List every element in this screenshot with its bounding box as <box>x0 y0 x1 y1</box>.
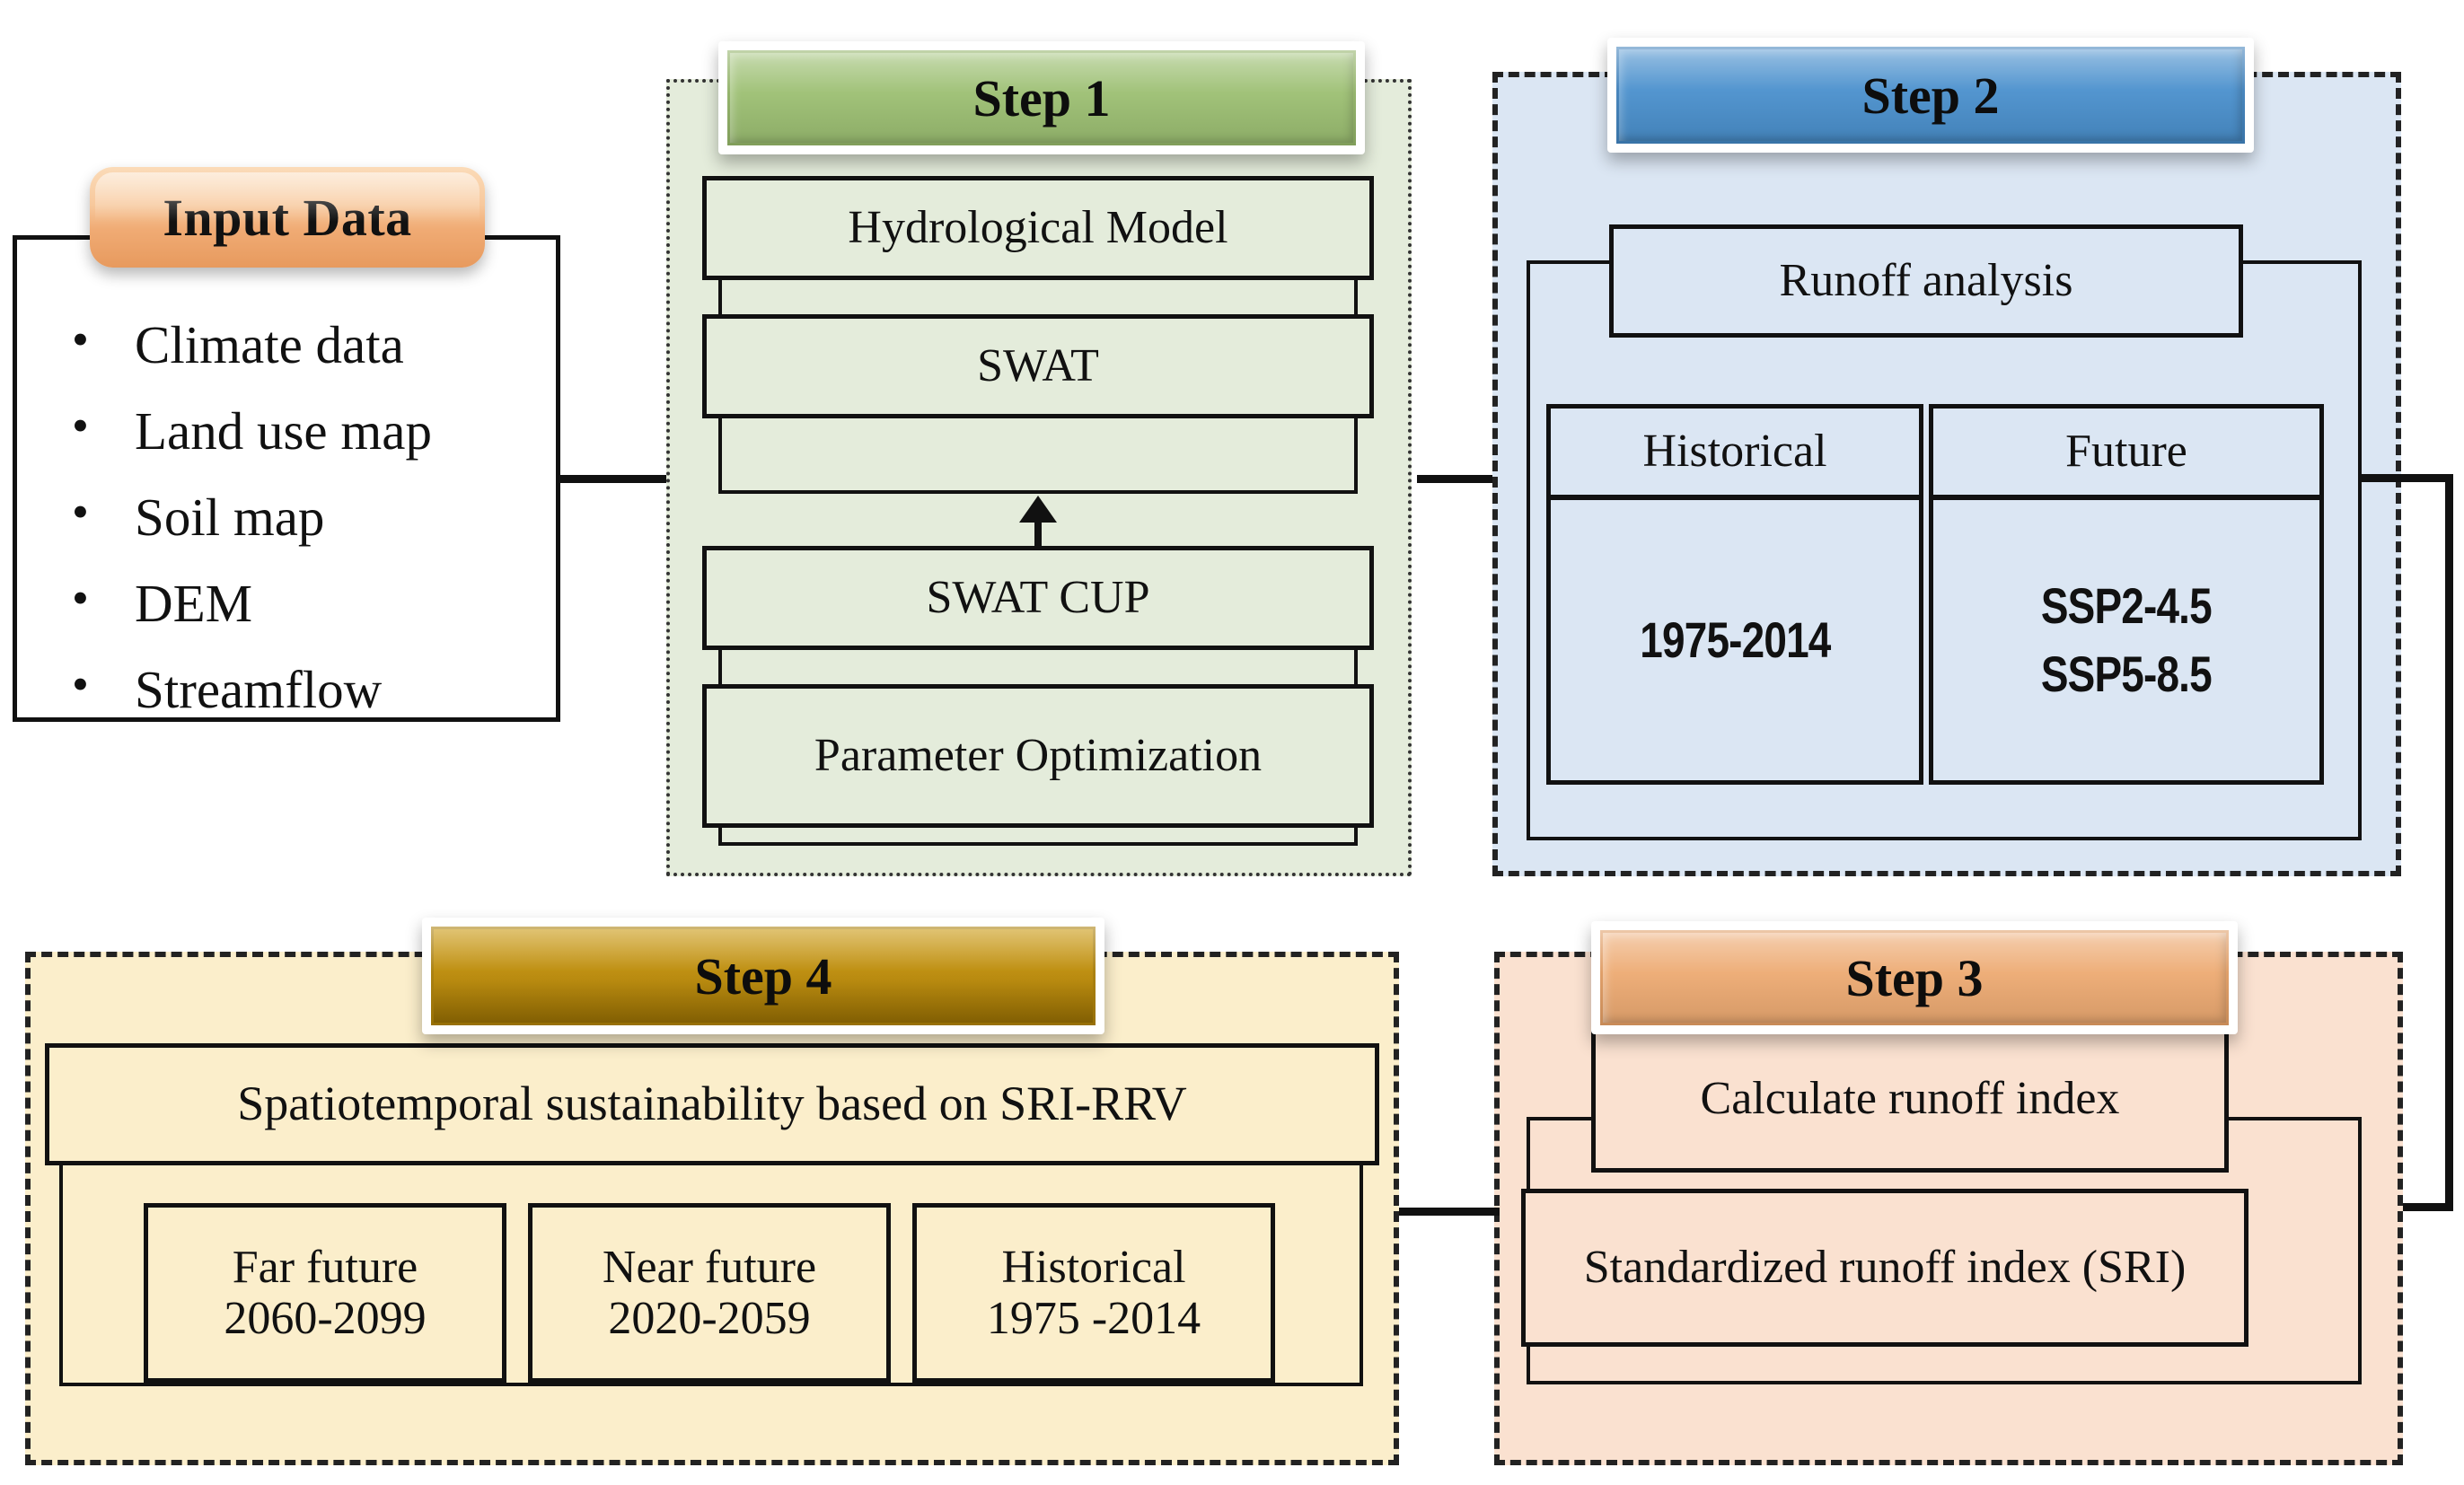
step1-hydrological-model-box: Hydrological Model <box>702 176 1374 280</box>
step2-future-label: Future <box>2065 426 2187 478</box>
input-data-label: Input Data <box>163 188 412 247</box>
step2-col-header-historical: Historical <box>1546 404 1923 499</box>
step3-badge-label: Step 3 <box>1845 948 1984 1007</box>
step2-future-ssp2: SSP2-4.5 <box>2040 577 2213 635</box>
step1-parameter-optimization-box: Parameter Optimization <box>702 684 1374 828</box>
step2-badge: Step 2 <box>1607 38 2254 153</box>
connector-step2-rail-top <box>2358 474 2453 482</box>
step4-near-future-name: Near future <box>602 1241 817 1293</box>
step2-historical-range: 1975-2014 <box>1639 611 1831 669</box>
list-item: DEM <box>36 574 539 630</box>
connector-step2-rail-vertical <box>2445 474 2453 1210</box>
step2-cell-historical-range: 1975-2014 <box>1546 496 1923 785</box>
step1-badge-label: Step 1 <box>972 68 1111 127</box>
step1-hydrological-model-label: Hydrological Model <box>848 202 1228 254</box>
list-item: Streamflow <box>36 660 539 716</box>
step3-standardized-runoff-index-box: Standardized runoff index (SRI) <box>1521 1189 2248 1347</box>
step1-swat-cup-box: SWAT CUP <box>702 546 1374 650</box>
step1-swat-label: SWAT <box>977 340 1099 392</box>
step3-standardized-runoff-index-label: Standardized runoff index (SRI) <box>1583 1242 2187 1294</box>
step1-badge: Step 1 <box>718 41 1365 154</box>
step4-historical-range: 1975 -2014 <box>986 1293 1201 1344</box>
step2-historical-label: Historical <box>1642 426 1827 478</box>
step2-runoff-analysis-label: Runoff analysis <box>1779 255 2073 307</box>
step4-period-historical: Historical 1975 -2014 <box>912 1203 1275 1383</box>
input-data-list: Climate data Land use map Soil map DEM S… <box>36 315 539 750</box>
arrow-swatcup-to-swat-head <box>1019 496 1057 523</box>
step3-badge: Step 3 <box>1591 921 2238 1034</box>
step2-cell-future-scenarios: SSP2-4.5 SSP5-8.5 <box>1929 496 2324 785</box>
step2-future-ssp5: SSP5-8.5 <box>2040 646 2213 702</box>
step1-swat-box: SWAT <box>702 314 1374 418</box>
step4-period-near-future: Near future 2020-2059 <box>528 1203 891 1383</box>
list-item: Climate data <box>36 315 539 372</box>
list-item: Land use map <box>36 401 539 458</box>
step3-calculate-runoff-index-label: Calculate runoff index <box>1700 1073 2120 1125</box>
step4-badge: Step 4 <box>422 918 1104 1034</box>
input-data-badge: Input Data <box>90 167 485 268</box>
step4-near-future-range: 2020-2059 <box>608 1293 811 1344</box>
step4-badge-label: Step 4 <box>694 946 832 1006</box>
step4-far-future-range: 2060-2099 <box>224 1293 427 1344</box>
step4-far-future-name: Far future <box>232 1241 418 1293</box>
step4-header-label: Spatiotemporal sustainability based on S… <box>237 1076 1187 1131</box>
step1-parameter-optimization-label: Parameter Optimization <box>814 730 1263 782</box>
step4-historical-name: Historical <box>1001 1241 1186 1293</box>
connector-step1-to-step2 <box>1417 475 1525 483</box>
step2-runoff-analysis-box: Runoff analysis <box>1609 224 2243 338</box>
connector-step3-to-step4 <box>1394 1208 1500 1216</box>
step4-header-box: Spatiotemporal sustainability based on S… <box>45 1043 1379 1165</box>
step2-badge-label: Step 2 <box>1861 66 2000 125</box>
step2-col-header-future: Future <box>1929 404 2324 499</box>
step4-period-far-future: Far future 2060-2099 <box>144 1203 506 1383</box>
step3-calculate-runoff-index-box: Calculate runoff index <box>1591 1025 2229 1173</box>
list-item: Soil map <box>36 488 539 544</box>
step1-swat-cup-label: SWAT CUP <box>926 572 1150 624</box>
connector-input-to-step1 <box>560 475 695 483</box>
